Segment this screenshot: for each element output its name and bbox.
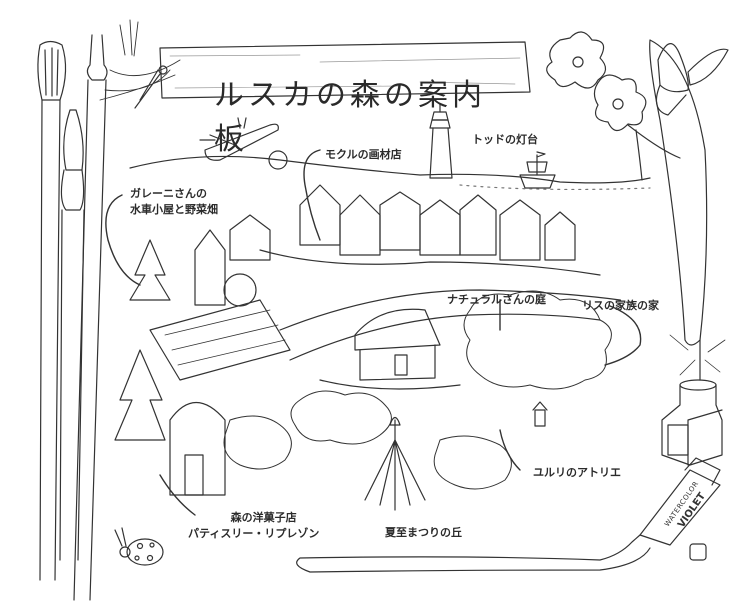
paint-tube-icon	[296, 457, 721, 573]
label-art-shop: モクルの画材店	[325, 148, 402, 161]
cottage-icon	[319, 308, 461, 390]
village-icon	[229, 184, 601, 276]
pastry-shop-icon	[169, 402, 226, 496]
maypole-icon	[364, 416, 426, 511]
butterfly-icon	[655, 43, 729, 116]
ship-icon	[519, 151, 556, 189]
label-atelier: ユルリのアトリエ	[533, 466, 621, 479]
trees-icon	[223, 290, 612, 490]
lighthouse-icon	[429, 103, 453, 179]
paintbrushes-icon	[37, 19, 181, 601]
label-pastry-shop-line2: パティスリー・リプレゾン	[188, 527, 320, 540]
label-watermill: ガレーニさんの 水車小屋と野菜畑	[130, 186, 218, 218]
watermill-icon	[149, 229, 291, 381]
label-festival-hill: 夏至まつりの丘	[385, 526, 462, 539]
leader-lines	[105, 149, 642, 516]
label-pastry-shop-line1: 森の洋菓子店	[230, 511, 297, 524]
feather-quill-icon	[649, 39, 726, 381]
ink-bottle-icon	[661, 379, 723, 466]
pine-trees-icon	[114, 239, 171, 441]
label-watermill-line1: ガレーニさんの	[130, 187, 207, 200]
lantern-icon	[532, 401, 548, 427]
label-garden: ナチュラルさんの庭	[447, 293, 546, 306]
sign-board-icon	[134, 41, 531, 109]
page-title: ルスカの森の案内板	[214, 78, 486, 158]
label-squirrel-house: リスの家族の家	[582, 299, 659, 312]
flowers-icon	[546, 31, 681, 181]
path-line	[279, 289, 621, 331]
label-lighthouse: トッドの灯台	[472, 133, 538, 146]
horizon-line	[129, 155, 651, 184]
label-watermill-line2: 水車小屋と野菜畑	[130, 203, 218, 216]
label-pastry-shop: 森の洋菓子店 パティスリー・リプレゾン	[188, 510, 319, 542]
ladybug-icon	[114, 527, 164, 566]
